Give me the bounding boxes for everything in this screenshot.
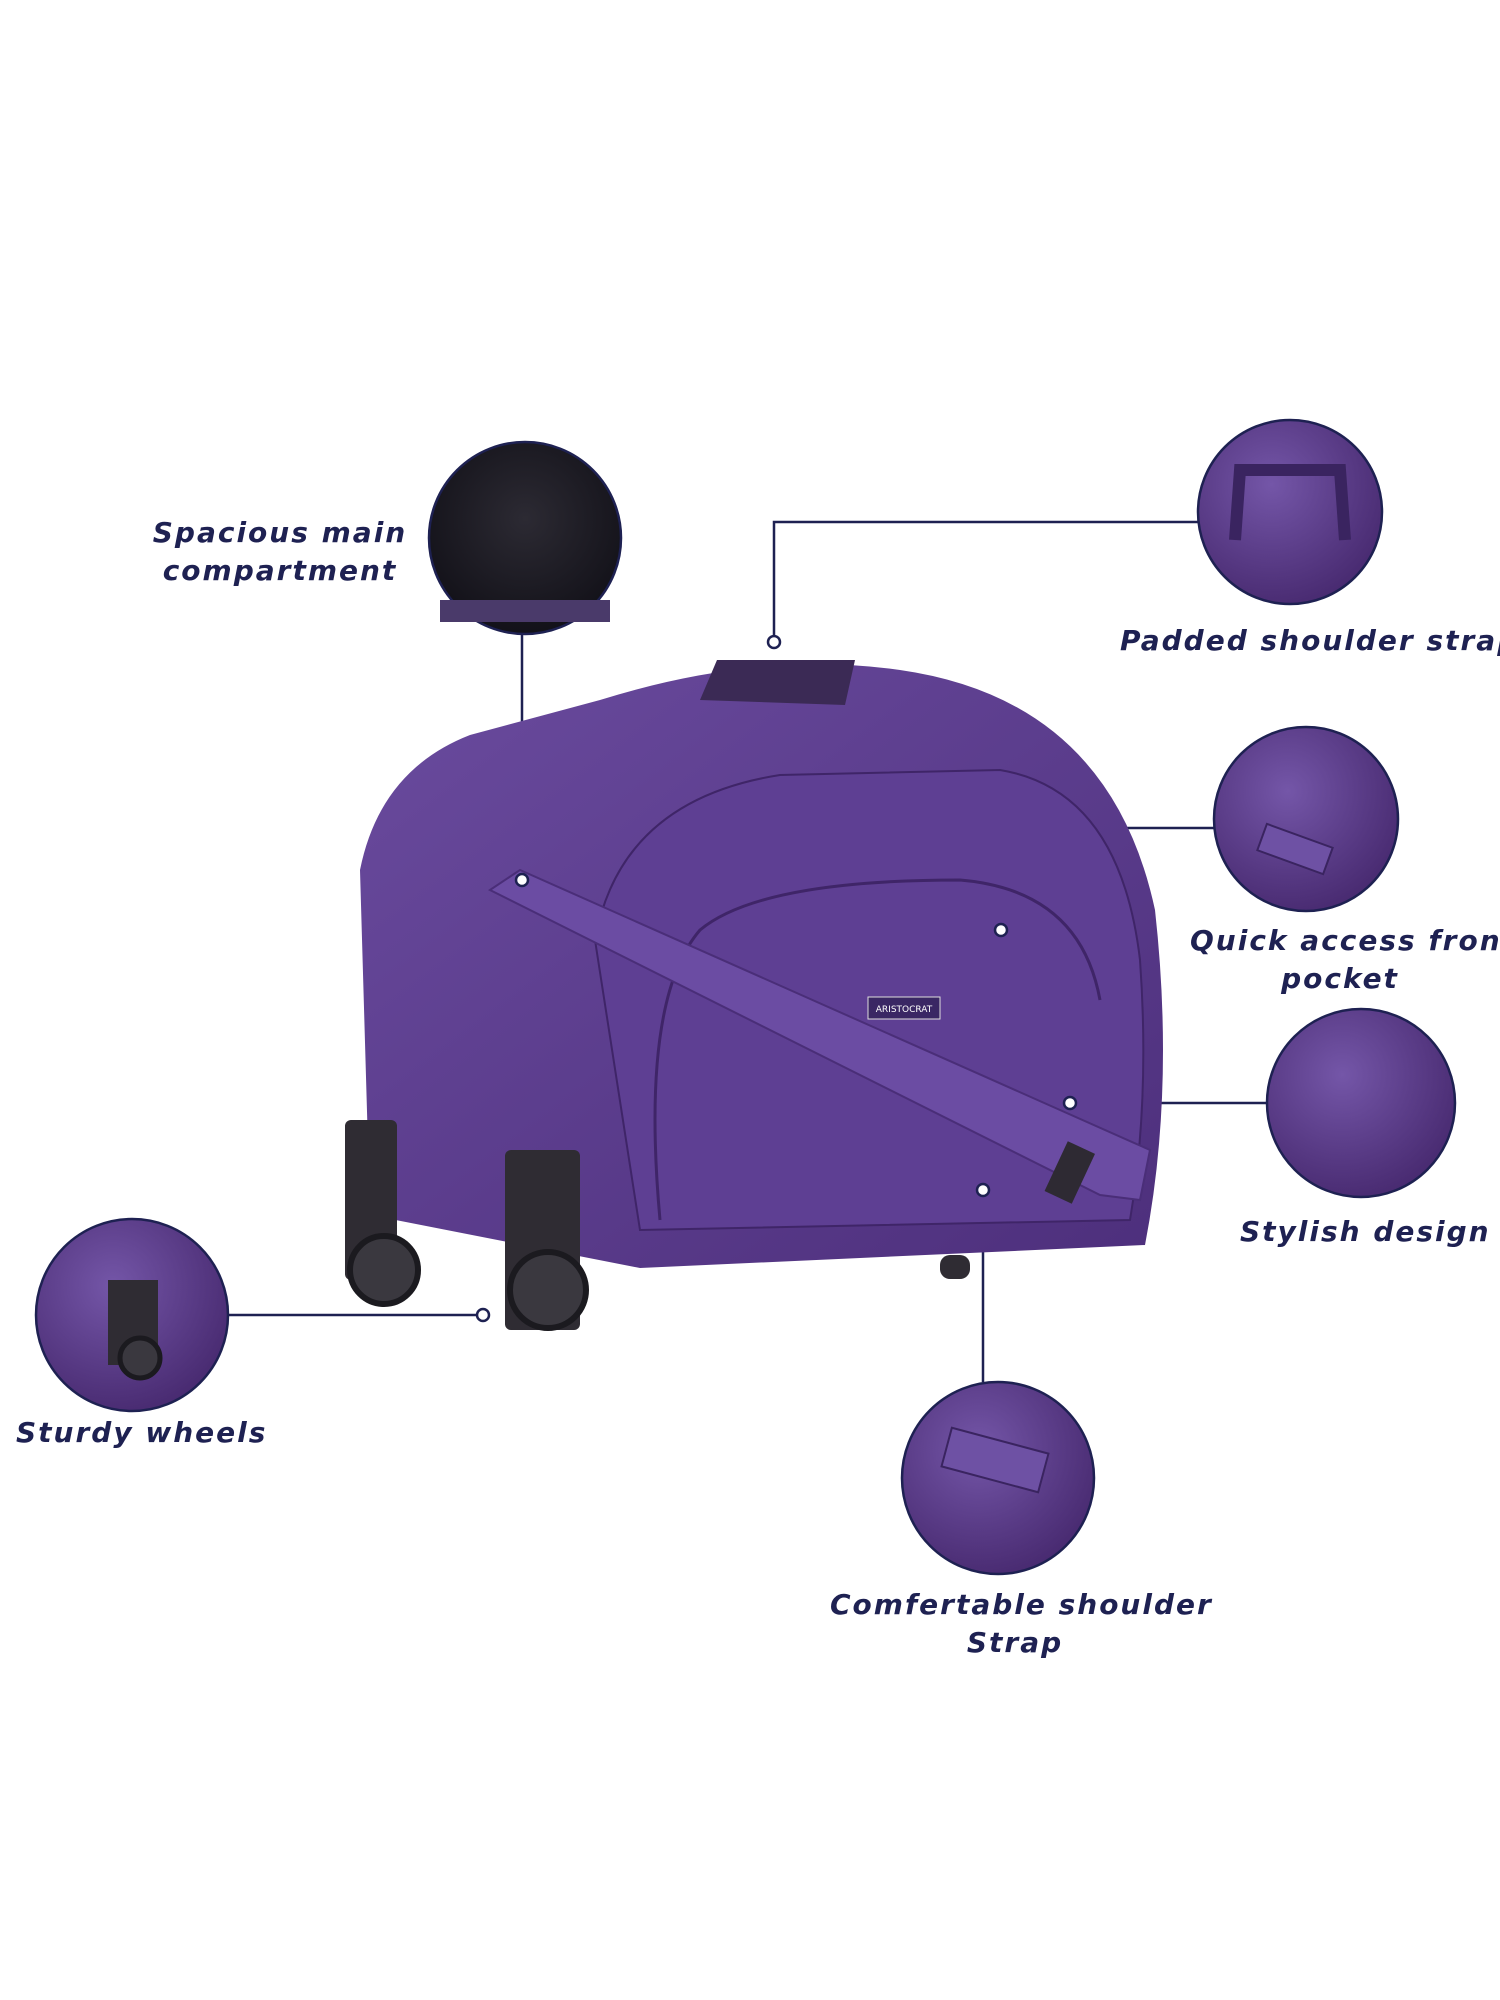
callout-line-padded (772, 520, 1198, 636)
brand-tag-text: ARISTOCRAT (876, 1005, 933, 1015)
feature-label-strap: Comfertable shoulder Strap (830, 1586, 1213, 1662)
feature-label-line: Quick access front (1190, 924, 1500, 957)
feature-label-main: Spacious main compartment (150, 514, 410, 590)
feature-label-line: Spacious main (152, 516, 408, 549)
pocket-zipper (653, 878, 1102, 1221)
callout-dots (475, 634, 1078, 1323)
feature-label-padded: Padded shoulder strap (1120, 622, 1500, 660)
main-compartment-closeup-icon (427, 440, 623, 636)
front-pocket-closeup-icon (1212, 725, 1400, 913)
fabric-closeup-icon (1265, 1007, 1457, 1199)
feature-label-line: Sturdy wheels (16, 1416, 268, 1449)
feature-label-line: pocket (1281, 962, 1399, 995)
feature-label-line: compartment (162, 554, 398, 587)
padded-handle-closeup-icon (1196, 418, 1384, 606)
wheel-back (347, 1233, 421, 1307)
feature-label-line: Padded shoulder strap (1120, 624, 1500, 657)
handle-pad (700, 660, 855, 705)
feature-label-wheels: Sturdy wheels (16, 1414, 268, 1452)
strap-buckle (1044, 1141, 1096, 1204)
feature-label-line: Comfertable shoulder (830, 1588, 1213, 1621)
wheel-front (507, 1249, 589, 1331)
feature-label-pocket: Quick access front pocket (1190, 922, 1500, 998)
feature-label-stylish: Stylish design (1240, 1213, 1491, 1251)
shoulder-strap (488, 868, 1152, 1202)
feature-label-line: Stylish design (1240, 1215, 1491, 1248)
duffel-bag: ARISTOCRAT (345, 660, 1163, 1331)
feature-label-line: Strap (966, 1626, 1064, 1659)
brand-tag (867, 996, 941, 1020)
